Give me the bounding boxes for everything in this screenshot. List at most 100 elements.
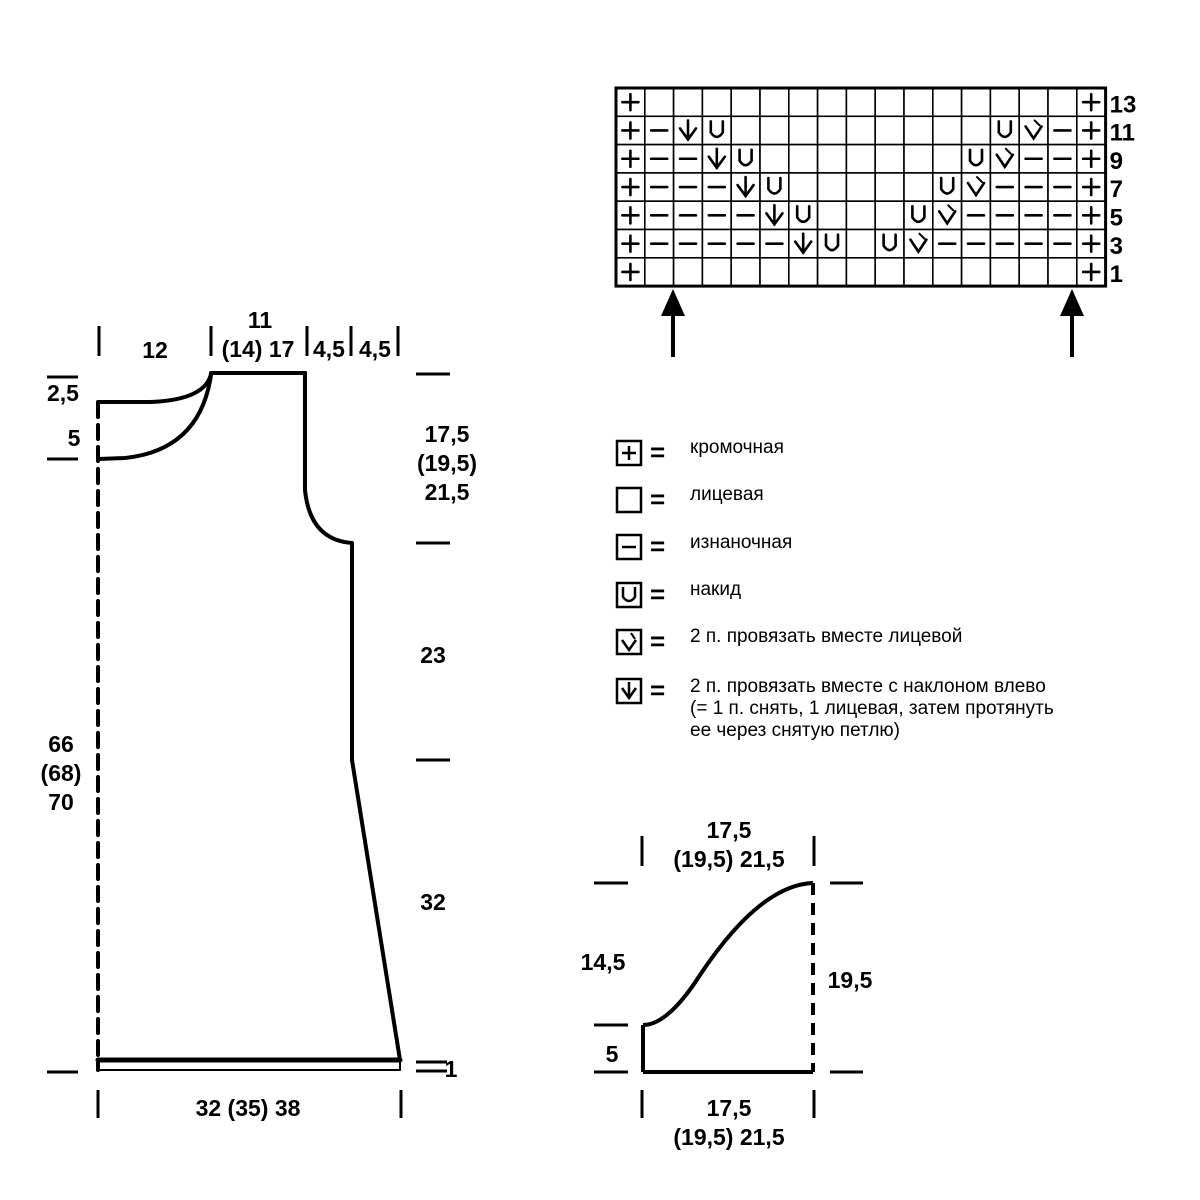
yarn-over-cell xyxy=(874,228,905,259)
edge-stitch-cell xyxy=(1076,228,1107,259)
purl-stitch-cell xyxy=(1047,172,1078,202)
knit-stitch-cell xyxy=(701,87,733,118)
sleeve-dim-bottom-1: 17,5 xyxy=(707,1095,752,1121)
body-bottom-ticks xyxy=(96,1090,403,1118)
body-dim-armhole-depth-2: (19,5) xyxy=(417,450,477,476)
knit-stitch-cell xyxy=(643,256,675,287)
yarn-over-cell xyxy=(816,228,848,259)
purl-stitch-cell xyxy=(672,172,704,202)
purl-stitch-cell xyxy=(759,228,790,259)
knit-stitch-cell xyxy=(903,87,934,118)
sleeve-dim-base-height: 5 xyxy=(606,1041,619,1067)
k2tog-cell xyxy=(960,172,992,202)
stitch-chart-border xyxy=(614,86,1108,288)
knit-stitch-cell xyxy=(874,200,905,231)
edge-stitch-cell xyxy=(615,172,646,202)
yarn-over-symbol-icon xyxy=(615,581,643,609)
body-dim-neck-width-2: (14) 17 xyxy=(222,336,295,362)
yarn-over-cell xyxy=(759,172,790,202)
body-dim-front-neck-depth: 5 xyxy=(68,425,81,451)
body-schematic: 12 11 (14) 17 4,5 4,5 2,5 5 66 (68) 70 1… xyxy=(41,307,478,1121)
purl-stitch-symbol-icon xyxy=(615,533,643,561)
knit-stitch-cell xyxy=(845,87,877,118)
knit-stitch-cell xyxy=(759,256,790,287)
knit-stitch-cell xyxy=(874,143,905,174)
knit-stitch-cell xyxy=(643,87,675,118)
purl-stitch-cell xyxy=(672,200,704,231)
purl-stitch-cell xyxy=(672,228,704,259)
legend-equals: = xyxy=(650,437,665,467)
purl-stitch-cell xyxy=(1047,115,1078,146)
knit-stitch-cell xyxy=(989,256,1021,287)
knit-stitch-cell xyxy=(816,87,848,118)
purl-stitch-cell xyxy=(989,228,1021,259)
knit-stitch-cell xyxy=(903,256,934,287)
knit-stitch-cell xyxy=(874,115,905,146)
knit-stitch-cell xyxy=(730,256,761,287)
knit-stitch-cell xyxy=(874,172,905,202)
purl-stitch-cell xyxy=(643,115,675,146)
sleeve-dim-top-1: 17,5 xyxy=(707,817,752,843)
knit-stitch-cell xyxy=(931,256,963,287)
body-dim-armhole-depth-3: 21,5 xyxy=(425,479,470,505)
ssk-cell xyxy=(701,143,733,174)
knit-stitch-cell xyxy=(845,200,877,231)
knit-stitch-cell xyxy=(787,256,819,287)
knit-stitch-cell xyxy=(903,115,934,146)
body-dim-armhole-width-1: 4,5 xyxy=(313,336,345,362)
ssk-cell xyxy=(730,172,761,202)
chart-row-number: 7 xyxy=(1110,176,1123,203)
yarn-over-cell xyxy=(730,143,761,174)
knit-stitch-cell xyxy=(787,172,819,202)
edge-stitch-symbol-icon xyxy=(615,439,643,467)
yarn-over-cell xyxy=(960,143,992,174)
edge-stitch-cell xyxy=(615,200,646,231)
k2tog-cell xyxy=(931,200,963,231)
body-top-ticks xyxy=(97,326,400,356)
purl-stitch-cell xyxy=(1018,143,1049,174)
legend-label-yarn-over: накид xyxy=(690,579,741,600)
pattern-repeat-arrow-left xyxy=(661,289,685,357)
body-dim-shoulder-width: 12 xyxy=(142,337,168,363)
knit-stitch-cell xyxy=(816,172,848,202)
knit-stitch-cell xyxy=(1018,256,1049,287)
legend-item-k2tog: = 2 п. провязать вместе лицевой xyxy=(615,626,962,656)
purl-stitch-cell xyxy=(730,228,761,259)
edge-stitch-cell xyxy=(1076,172,1107,202)
edge-stitch-cell xyxy=(1076,200,1107,231)
purl-stitch-cell xyxy=(701,200,733,231)
pattern-repeat-arrow-right xyxy=(1060,289,1084,357)
edge-stitch-cell xyxy=(615,87,646,118)
knit-stitch-symbol-icon xyxy=(615,486,643,514)
edge-stitch-cell xyxy=(1076,115,1107,146)
knit-stitch-cell xyxy=(816,256,848,287)
yarn-over-cell xyxy=(903,200,934,231)
knit-stitch-cell xyxy=(1047,87,1078,118)
legend-equals: = xyxy=(650,484,665,514)
purl-stitch-cell xyxy=(643,172,675,202)
legend-item-yarn-over: = накид xyxy=(615,579,741,609)
legend-label-ssk-line2: (= 1 п. снять, 1 лицевая, затем протянут… xyxy=(690,698,1054,719)
ssk-cell xyxy=(672,115,704,146)
legend-label-ssk: 2 п. провязать вместе с наклоном влево xyxy=(690,676,1046,697)
edge-stitch-cell xyxy=(615,228,646,259)
purl-stitch-cell xyxy=(643,228,675,259)
purl-stitch-cell xyxy=(1018,172,1049,202)
purl-stitch-cell xyxy=(989,200,1021,231)
purl-stitch-cell xyxy=(1018,228,1049,259)
legend-equals: = xyxy=(650,531,665,561)
sleeve-dim-right-height: 19,5 xyxy=(828,967,873,993)
knit-stitch-cell xyxy=(903,143,934,174)
edge-stitch-cell xyxy=(615,256,646,287)
k2tog-cell xyxy=(903,228,934,259)
knit-stitch-cell xyxy=(759,115,790,146)
yarn-over-cell xyxy=(931,172,963,202)
knit-stitch-cell xyxy=(960,115,992,146)
k2tog-symbol-icon xyxy=(615,628,643,656)
edge-stitch-cell xyxy=(615,115,646,146)
legend-label-k2tog: 2 п. провязать вместе лицевой xyxy=(690,626,962,647)
knit-stitch-cell xyxy=(672,87,704,118)
body-dim-bottom-width: 32 (35) 38 xyxy=(196,1095,301,1121)
purl-stitch-cell xyxy=(701,172,733,202)
